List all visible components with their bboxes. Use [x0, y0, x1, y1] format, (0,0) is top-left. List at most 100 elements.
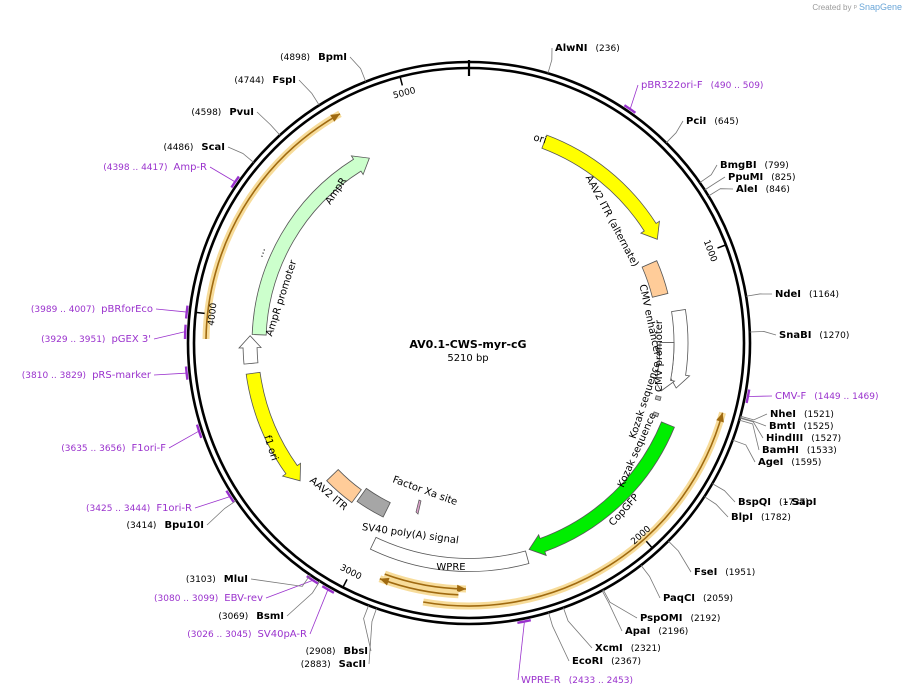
- enzyme-fspi[interactable]: (4744)FspI: [234, 75, 296, 86]
- enzyme-ecori[interactable]: EcoRI(2367): [572, 656, 641, 667]
- enzyme-ppumi[interactable]: PpuMI(825): [728, 172, 795, 183]
- enzyme-leader-line: [732, 439, 756, 463]
- feature-amprprom[interactable]: [238, 335, 262, 365]
- feature-sv40polya[interactable]: [356, 487, 391, 518]
- enzyme-position: (1533): [807, 446, 837, 456]
- enzyme-name: MluI: [224, 574, 248, 585]
- primer-leader-line: [155, 308, 186, 313]
- enzyme-position: (2321): [631, 644, 661, 654]
- feature-f1ori[interactable]: [245, 371, 301, 482]
- enzyme-leader-line: [699, 164, 718, 183]
- feature-label-factor-xa: Factor Xa site: [391, 474, 459, 508]
- primer-mark-pgex3[interactable]: [183, 324, 187, 340]
- primer-mark-pbr322ori[interactable]: [623, 104, 637, 114]
- primer-ebvrev[interactable]: (3080 .. 3099)EBV-rev: [154, 593, 263, 604]
- primer-pbr322ori[interactable]: pBR322ori-F(490 .. 509): [641, 80, 763, 91]
- primer-range: (3026 .. 3045): [187, 630, 251, 640]
- feature-ori[interactable]: [541, 134, 660, 240]
- plasmid-size: 5210 bp: [447, 353, 488, 364]
- enzyme-mlui[interactable]: (3103) MluI: [186, 574, 248, 585]
- primer-mark-ebvrev[interactable]: [306, 575, 319, 585]
- enzyme-name: BsmI: [256, 611, 284, 622]
- enzyme-bbsi[interactable]: (2908)BbsI: [306, 646, 368, 657]
- feature-itr3[interactable]: [326, 468, 362, 504]
- primer-mark-wprer[interactable]: [517, 619, 532, 624]
- primer-f1orif[interactable]: (3635 .. 3656)F1ori-F: [61, 443, 166, 454]
- feature-kozak2[interactable]: [652, 411, 660, 418]
- enzyme-snabi[interactable]: SnaBI(1270): [779, 330, 849, 341]
- primer-mark-f1orif[interactable]: [195, 424, 203, 439]
- orf-layer: [202, 110, 726, 610]
- enzyme-pcii[interactable]: PciI(645): [686, 116, 739, 127]
- enzyme-sapi[interactable]: - SapI: [784, 497, 816, 508]
- enzyme-paqci[interactable]: PaqCI(2059): [663, 593, 733, 604]
- enzyme-position: (645): [714, 117, 738, 127]
- feature-label-cmv_prom: CMV promoter: [654, 319, 665, 392]
- enzyme-alwni[interactable]: AlwNI(236): [555, 43, 620, 54]
- enzyme-bmgbi[interactable]: BmgBI(799): [720, 160, 789, 171]
- enzyme-bpmi[interactable]: (4898)BpmI: [280, 52, 347, 63]
- enzyme-blpi[interactable]: BlpI(1782): [731, 512, 791, 523]
- enzyme-leader-line: [363, 605, 372, 652]
- enzyme-scai[interactable]: (4486)ScaI: [163, 142, 225, 153]
- feature-cmv_prom[interactable]: [652, 341, 676, 392]
- enzyme-leader-line: [250, 574, 311, 587]
- tick-mark: [717, 244, 727, 249]
- primer-mark-sv40par[interactable]: [321, 585, 335, 594]
- enzyme-position: (1737): [779, 498, 809, 508]
- enzyme-sacii[interactable]: (2883)SacII: [301, 659, 366, 670]
- enzyme-name: ApaI: [625, 626, 650, 637]
- primer-f1orir[interactable]: (3425 .. 3444)F1ori-R: [86, 503, 192, 514]
- primer-name: pRS-marker: [92, 370, 152, 381]
- primer-mark-prsmarker[interactable]: [184, 366, 189, 380]
- primer-prsmarker[interactable]: (3810 .. 3829)pRS-marker: [22, 370, 152, 381]
- credit-brand: SnapGene: [858, 2, 902, 12]
- primer-leader-line: [209, 166, 235, 182]
- primer-ampr_primer[interactable]: (4398 .. 4417)Amp-R: [103, 162, 207, 173]
- enzyme-position: (3103): [186, 575, 216, 585]
- enzyme-position: (236): [596, 44, 620, 54]
- tick-mark: [342, 579, 348, 588]
- orf-arc: [205, 113, 341, 340]
- feature-kozak1[interactable]: [654, 395, 662, 402]
- primer-mark-ampr_primer[interactable]: [230, 175, 240, 189]
- enzyme-bpu10i[interactable]: (3414)Bpu10I: [127, 520, 204, 531]
- enzyme-nhei[interactable]: NheI(1521): [770, 409, 834, 420]
- primer-cmvf[interactable]: CMV-F(1449 .. 1469): [775, 391, 879, 402]
- enzyme-bmti[interactable]: BmtI(1525): [769, 421, 833, 432]
- primer-mark-cmvf[interactable]: [745, 389, 751, 404]
- enzyme-name: BmgBI: [720, 160, 757, 171]
- enzyme-ndei[interactable]: NdeI(1164): [775, 289, 839, 300]
- enzyme-xcmi[interactable]: XcmI(2321): [595, 643, 661, 654]
- enzyme-agei[interactable]: AgeI(1595): [758, 457, 821, 468]
- feature-itr_alt[interactable]: [641, 260, 669, 298]
- primer-sv40par[interactable]: (3026 .. 3045)SV40pA-R: [187, 629, 307, 640]
- enzyme-pspomi[interactable]: PspOMI(2192): [640, 613, 720, 624]
- enzyme-name: NdeI: [775, 289, 801, 300]
- enzyme-bsmi[interactable]: (3069)BsmI: [218, 611, 284, 622]
- enzyme-leader-line: [286, 580, 321, 617]
- primer-mark-pbrforeco[interactable]: [184, 305, 189, 319]
- enzyme-fsei[interactable]: FseI(1951): [694, 567, 755, 578]
- primer-mark-f1orir[interactable]: [225, 490, 235, 503]
- enzyme-bamhi[interactable]: BamHI(1533): [762, 445, 837, 456]
- primer-pbrforeco[interactable]: (3989 .. 4007)pBRforEco: [31, 304, 153, 315]
- enzyme-hindiii[interactable]: HindIII(1527): [766, 433, 841, 444]
- feature-ampr[interactable]: [251, 155, 370, 336]
- enzyme-bspqi[interactable]: BspQI(1737): [738, 497, 809, 508]
- primer-leader-line: [168, 431, 199, 449]
- enzyme-alei[interactable]: AleI(846): [736, 184, 790, 195]
- enzyme-leader-line: [601, 590, 623, 632]
- factor-xa-marker[interactable]: [415, 499, 422, 515]
- enzyme-position: (2192): [690, 614, 720, 624]
- enzyme-name: SacII: [339, 659, 366, 670]
- primer-wprer[interactable]: WPRE-R(2433 .. 2453): [521, 675, 633, 686]
- primer-name: WPRE-R: [521, 675, 561, 686]
- feature-copgfp[interactable]: [528, 421, 675, 557]
- enzyme-apai[interactable]: ApaI(2196): [625, 626, 688, 637]
- primer-pgex3[interactable]: (3929 .. 3951)pGEX 3': [41, 334, 151, 345]
- feature-wpre[interactable]: [369, 536, 530, 572]
- enzyme-pvui[interactable]: (4598)PvuI: [191, 107, 254, 118]
- orf-arc: [423, 412, 724, 607]
